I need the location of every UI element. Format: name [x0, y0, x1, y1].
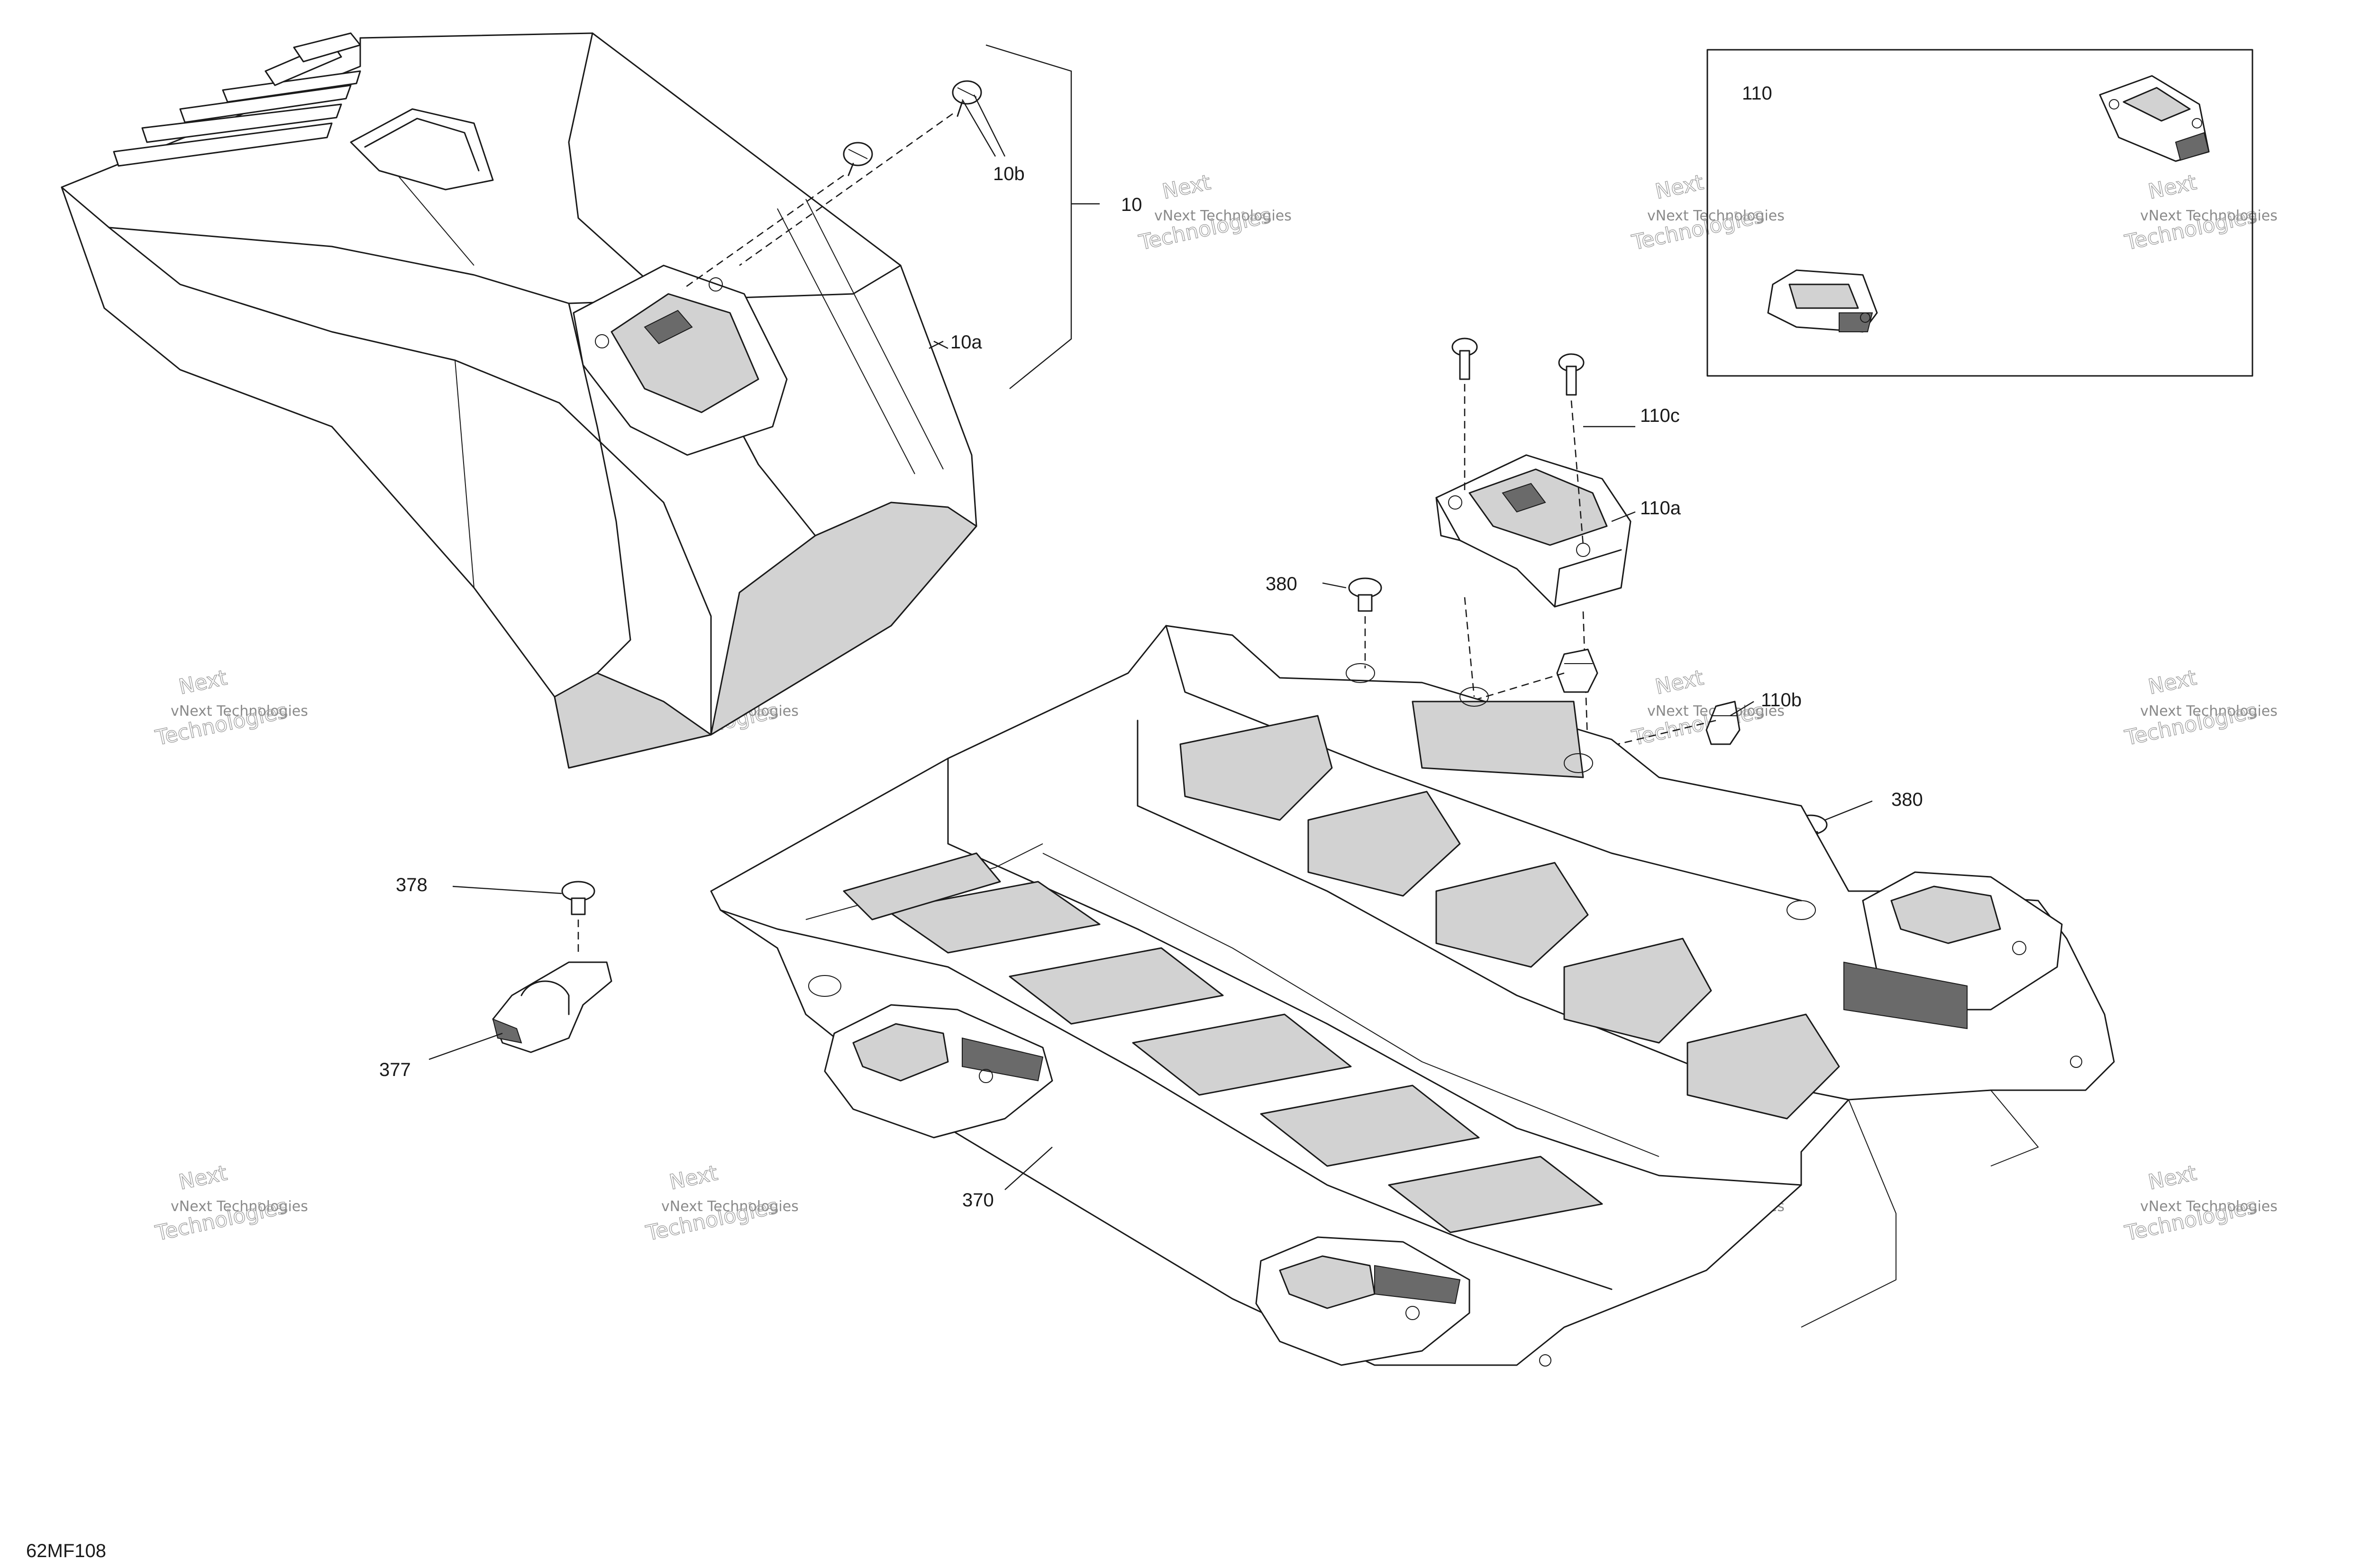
- callout-10: 10: [1121, 194, 1142, 215]
- callout-110a: 110a: [1640, 498, 1681, 519]
- screw-110c-right: [1558, 353, 1585, 396]
- vent-ribs: [113, 32, 361, 167]
- callout-380-left: 380: [1266, 574, 1297, 594]
- plate-handle-left: [824, 1004, 1053, 1139]
- plate-windows-row-a: [885, 881, 1603, 1233]
- screw-110c-left: [1451, 337, 1478, 380]
- watermark-big: Next: [1160, 170, 1213, 204]
- handle-110a: [1435, 454, 1632, 608]
- callout-110c: 110c: [1640, 405, 1680, 426]
- watermark-big: Next: [177, 665, 229, 699]
- callout-370: 370: [962, 1190, 994, 1211]
- callout-110b: 110b: [1761, 690, 1802, 711]
- watermark-line1: vNext Technologies: [1154, 208, 1292, 224]
- watermark-big: Next: [2146, 665, 2199, 699]
- watermark-big: Next: [1653, 665, 1706, 699]
- inset-handle-bottom: [1767, 269, 1878, 333]
- watermark-line1: vNext Technologies: [661, 1198, 799, 1215]
- watermark-big: Next: [1653, 170, 1706, 204]
- screw-10b-lower: [843, 142, 873, 176]
- watermark-big: Next: [2146, 1161, 2199, 1194]
- watermark-line1: vNext Technologies: [2140, 703, 2278, 720]
- callout-10b: 10b: [993, 164, 1025, 184]
- watermark-line1: vNext Technologies: [2140, 208, 2278, 224]
- diagram-code: 62MF108: [26, 1541, 106, 1561]
- fastener-380-left: [1348, 577, 1382, 612]
- inset-box-110: [1706, 49, 2253, 377]
- watermark-line1: vNext Technologies: [1647, 208, 1785, 224]
- callout-110: 110: [1742, 83, 1772, 104]
- callout-380-right: 380: [1891, 789, 1923, 810]
- lock-handle-10a: [573, 264, 788, 456]
- stud-110b-right: [1705, 701, 1741, 745]
- skid-plate-370: [710, 625, 2115, 1367]
- watermark-big: Next: [2146, 170, 2199, 204]
- callout-10a: 10a: [950, 332, 982, 353]
- callout-378: 378: [396, 875, 428, 895]
- inset-handle-top: [2099, 75, 2210, 162]
- watermark-big: Next: [177, 1161, 229, 1194]
- seat-cover-10a: [61, 32, 977, 769]
- watermark-line1: vNext Technologies: [2140, 1198, 2278, 1215]
- fastener-378: [561, 881, 595, 915]
- watermark-big: Next: [667, 1161, 720, 1194]
- screw-10b-upper: [952, 80, 982, 117]
- watermark-line1: vNext Technologies: [171, 1198, 308, 1215]
- stud-110b-left: [1556, 648, 1598, 693]
- plate-handle-right: [1843, 871, 2063, 1030]
- plate-windows-row-b: [1179, 715, 1840, 1120]
- callout-labels: 10 10a 10b 110 110a 110b 110c 370 377 37…: [26, 83, 1923, 1561]
- clip-377: [492, 961, 612, 1053]
- plate-handle-middle: [1255, 1236, 1470, 1366]
- callout-377: 377: [379, 1059, 411, 1080]
- callout-leaders: [428, 99, 1873, 1190]
- watermark-line1: vNext Technologies: [171, 703, 308, 720]
